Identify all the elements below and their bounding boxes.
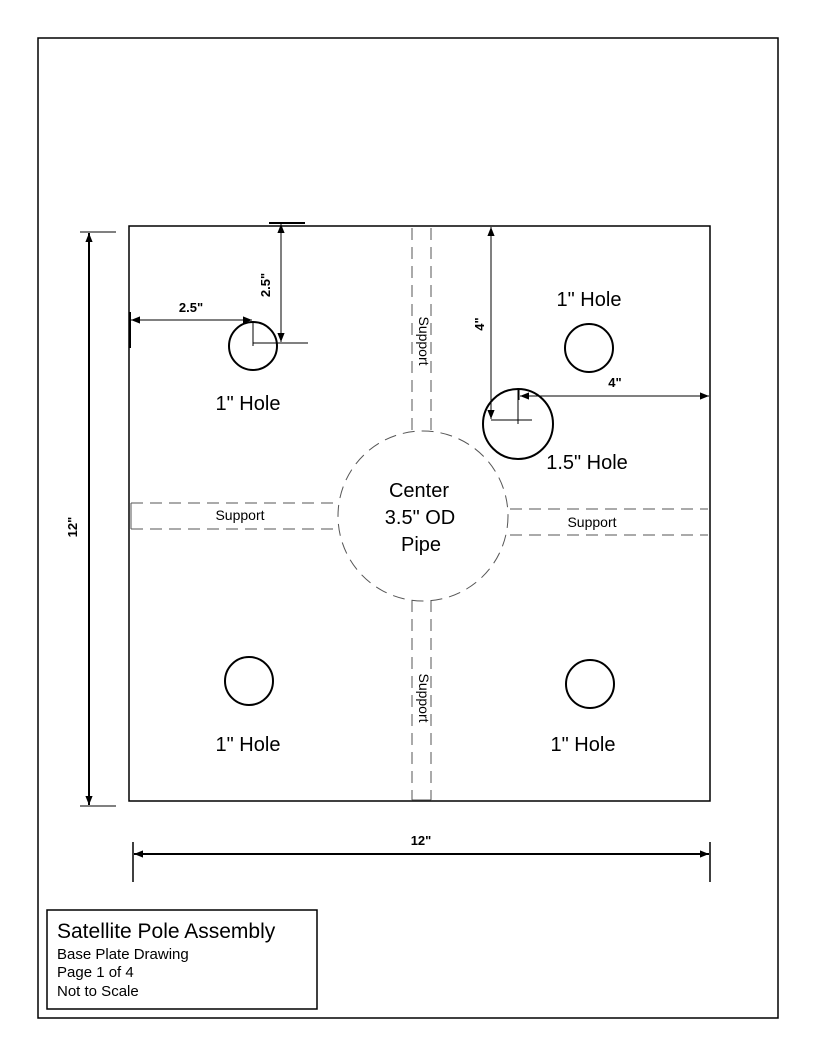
large-hole-x-offset-label: 4" [608,375,621,390]
base-plate-outline [128,225,711,802]
hole-bottom-left-label: 1" Hole [216,734,281,756]
page-border [37,37,779,1019]
support-bottom-channel [411,600,432,801]
large-hole-y-offset-dimension [487,227,520,421]
hole-large-label: 1.5" Hole [546,452,628,474]
overall-height-label: 12" [65,517,80,538]
hole-large-center-mark [517,390,532,424]
hole-top-right-label: 1" Hole [557,289,622,311]
title-block-line1: Base Plate Drawing [57,946,189,963]
title-block [46,909,318,1010]
large-hole-x-offset-dimension [518,389,709,400]
support-right-channel [510,508,708,536]
overall-height-dimension [80,231,116,807]
support-bottom-label: Support [416,673,432,722]
hole-top-right [564,323,614,373]
center-pipe-outline [337,430,509,602]
hole-top-left-label: 1" Hole [216,393,281,415]
hole-y-offset-dimension [269,222,305,342]
center-pipe-label-line1: Center [389,480,449,502]
support-right-label: Support [567,514,616,530]
support-left-channel [130,502,338,530]
hole-bottom-right [565,659,615,709]
large-hole-y-offset-label: 4" [472,317,487,330]
title-block-line2: Page 1 of 4 [57,964,134,981]
hole-x-offset-dimension [129,312,252,348]
hole-y-offset-label: 2.5" [258,273,273,297]
center-pipe-label-line3: Pipe [401,534,441,556]
hole-bottom-left [224,656,274,706]
support-top-channel [411,228,432,432]
title-block-line3: Not to Scale [57,983,139,1000]
support-top-label: Support [416,316,432,365]
hole-top-left-center-mark [252,323,308,346]
center-pipe-label-line2: 3.5" OD [385,507,455,529]
title-block-title: Satellite Pole Assembly [57,920,276,943]
overall-width-label: 12" [411,833,432,848]
hole-bottom-right-label: 1" Hole [551,734,616,756]
hole-top-left [228,321,278,371]
hole-x-offset-label: 2.5" [179,300,203,315]
hole-large [482,388,554,460]
support-left-label: Support [215,507,264,523]
overall-width-dimension [132,842,711,882]
